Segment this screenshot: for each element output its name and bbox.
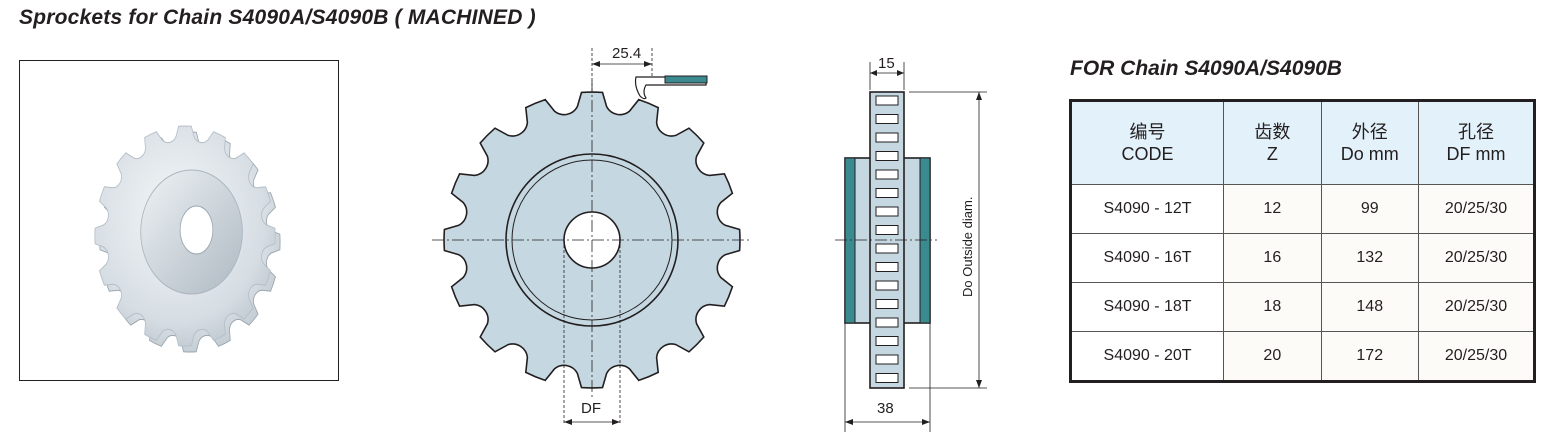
- table-row: S4090 - 18T 18 148 20/25/30: [1069, 282, 1536, 332]
- cell-bore: 20/25/30: [1417, 331, 1536, 382]
- tooth-slot: [875, 169, 899, 180]
- tooth-slot: [875, 280, 899, 291]
- cell-bore: 20/25/30: [1417, 184, 1536, 234]
- tooth-slot: [875, 243, 899, 254]
- pitch-dimension-label: 25.4: [612, 45, 641, 62]
- sprocket-3d-image: [94, 125, 281, 353]
- cell-teeth: 12: [1223, 184, 1322, 234]
- spec-table: 编号 CODE 齿数 Z 外径 Do mm 孔径 DF mm S4090 - 1…: [1069, 99, 1536, 383]
- cell-teeth: 20: [1223, 331, 1322, 382]
- product-photo: [19, 60, 339, 381]
- cell-outside-diameter: 172: [1320, 331, 1419, 382]
- chain-link-detail: [634, 75, 708, 100]
- tooth-width-label: 15: [878, 55, 895, 72]
- table-row: S4090 - 12T 12 99 20/25/30: [1069, 184, 1536, 234]
- table-row: S4090 - 20T 20 172 20/25/30: [1069, 331, 1536, 382]
- header-outside-diameter: 外径 Do mm: [1320, 100, 1419, 185]
- page-title: Sprockets for Chain S4090A/S4090B ( MACH…: [19, 6, 536, 29]
- cell-outside-diameter: 99: [1320, 184, 1419, 234]
- cell-teeth: 16: [1223, 233, 1322, 283]
- cell-outside-diameter: 132: [1320, 233, 1419, 283]
- table-title: FOR Chain S4090A/S4090B: [1070, 57, 1342, 80]
- tooth-slot: [875, 132, 899, 143]
- tooth-slot: [875, 151, 899, 161]
- tooth-slot: [875, 225, 899, 235]
- tooth-slot: [875, 188, 899, 198]
- cell-code: S4090 - 18T: [1069, 282, 1225, 332]
- cell-outside-diameter: 148: [1320, 282, 1419, 332]
- header-bore: 孔径 DF mm: [1417, 100, 1536, 185]
- tooth-slot: [875, 336, 899, 346]
- tooth-slot: [875, 95, 899, 106]
- header-code: 编号 CODE: [1069, 100, 1225, 185]
- table-row: S4090 - 16T 16 132 20/25/30: [1069, 233, 1536, 283]
- cell-code: S4090 - 16T: [1069, 233, 1225, 283]
- tooth-slot: [875, 262, 899, 272]
- table-header-row: 编号 CODE 齿数 Z 外径 Do mm 孔径 DF mm: [1069, 100, 1536, 185]
- tooth-slot: [875, 299, 899, 309]
- front-view-drawing: 25.4 DF: [432, 45, 752, 425]
- bore-dimension-label: DF: [581, 400, 601, 417]
- tooth-slot: [875, 373, 899, 383]
- cell-teeth: 18: [1223, 282, 1322, 332]
- tooth-slot: [875, 354, 899, 365]
- cell-bore: 20/25/30: [1417, 282, 1536, 332]
- photo-bore: [179, 205, 214, 255]
- side-view-drawing: 15 Do Outside diam. 38: [835, 55, 987, 432]
- cell-code: S4090 - 12T: [1069, 184, 1225, 234]
- header-teeth: 齿数 Z: [1223, 100, 1322, 185]
- total-width-label: 38: [877, 400, 894, 417]
- tooth-slot: [875, 206, 899, 217]
- cell-code: S4090 - 20T: [1069, 331, 1225, 382]
- outside-diameter-label: Do Outside diam.: [960, 197, 975, 297]
- cell-bore: 20/25/30: [1417, 233, 1536, 283]
- tooth-slot: [875, 114, 899, 124]
- tooth-slot: [875, 317, 899, 328]
